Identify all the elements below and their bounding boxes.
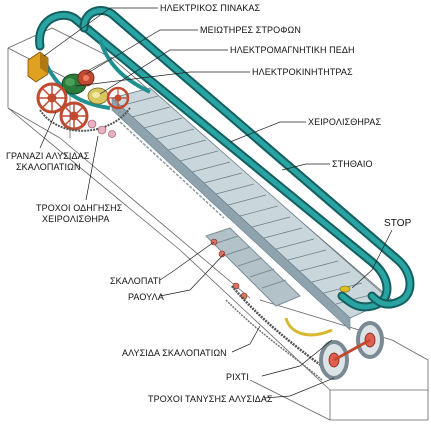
label-speed-reducers: ΜΕΙΩΤΗΡΕΣ ΣΤΡΟΦΩΝ: [200, 25, 301, 35]
comb-plate-curve: [284, 317, 333, 337]
handrail-outer: [35, 10, 392, 312]
electromagnetic-brake: [87, 87, 109, 105]
step-chain-gear: [36, 82, 68, 114]
step-chain-upper: [119, 121, 225, 219]
label-comb-plate: ΡΙΧΤΙ: [226, 372, 250, 382]
label-electromagnetic-brake: ΗΛΕΚΤΡΟΜΑΓΝΗΤΙΚΗ ΠΕΔΗ: [230, 45, 355, 55]
step-chain-gear: [59, 101, 89, 131]
tension-axle: [333, 338, 371, 362]
label-truss: ΣΤΗΘΑΙΟ: [332, 159, 373, 169]
label-step-chain-gears-1: ΓΡΑΝΑΖΙ ΑΛΥΣΙΔΑΣ: [6, 151, 90, 161]
handrail-return: [44, 39, 151, 110]
leader-lines: [39, 7, 393, 399]
handrail-inner: [79, 6, 415, 309]
step-chain-gear: [106, 86, 130, 110]
label-handrail-guide-wheels-1: ΤΡΟΧΟΙ ΟΔΗΓΗΣΗΣ: [36, 203, 123, 213]
speed-reducers: [77, 69, 95, 87]
electrical-panel: [27, 51, 49, 83]
upper-chain: [39, 107, 131, 132]
step-chain-lower-2: [225, 299, 323, 381]
handrail-guide-wheels: [87, 119, 116, 138]
label-electric-motor: ΗΛΕΚΤΡΟΚΙΝΗΤΗΤΡΑΣ: [252, 67, 353, 77]
label-step: ΣΚΑΛΟΠΑΤΙ: [110, 276, 162, 286]
label-handrail: ΧΕΙΡΟΛΙΣΘΗΡΑΣ: [308, 117, 382, 127]
label-rollers: ΡΑΟΥΛΑ: [128, 292, 164, 302]
label-stop: STOP: [384, 218, 412, 229]
label-electrical-panel: ΗΛΕΚΤΡΙΚΟΣ ΠΙΝΑΚΑΣ: [160, 3, 261, 13]
stop-button-marker: [339, 285, 351, 293]
label-handrail-guide-wheels-2: ΧΕΙΡΟΛΙΣΘΗΡΑ: [42, 214, 110, 224]
label-step-chain: ΑΛΥΣΙΔΑ ΣΚΑΛΟΠΑΤΙΩΝ: [122, 348, 227, 358]
label-chain-tension-wheels: ΤΡΟΧΟΙ ΤΑΝΥΣΗΣ ΑΛΥΣΙΔΑΣ: [148, 394, 273, 404]
label-step-chain-gears-2: ΣΚΑΛΟΠΑΤΙΩΝ: [16, 162, 81, 172]
return-steps: [205, 227, 301, 307]
